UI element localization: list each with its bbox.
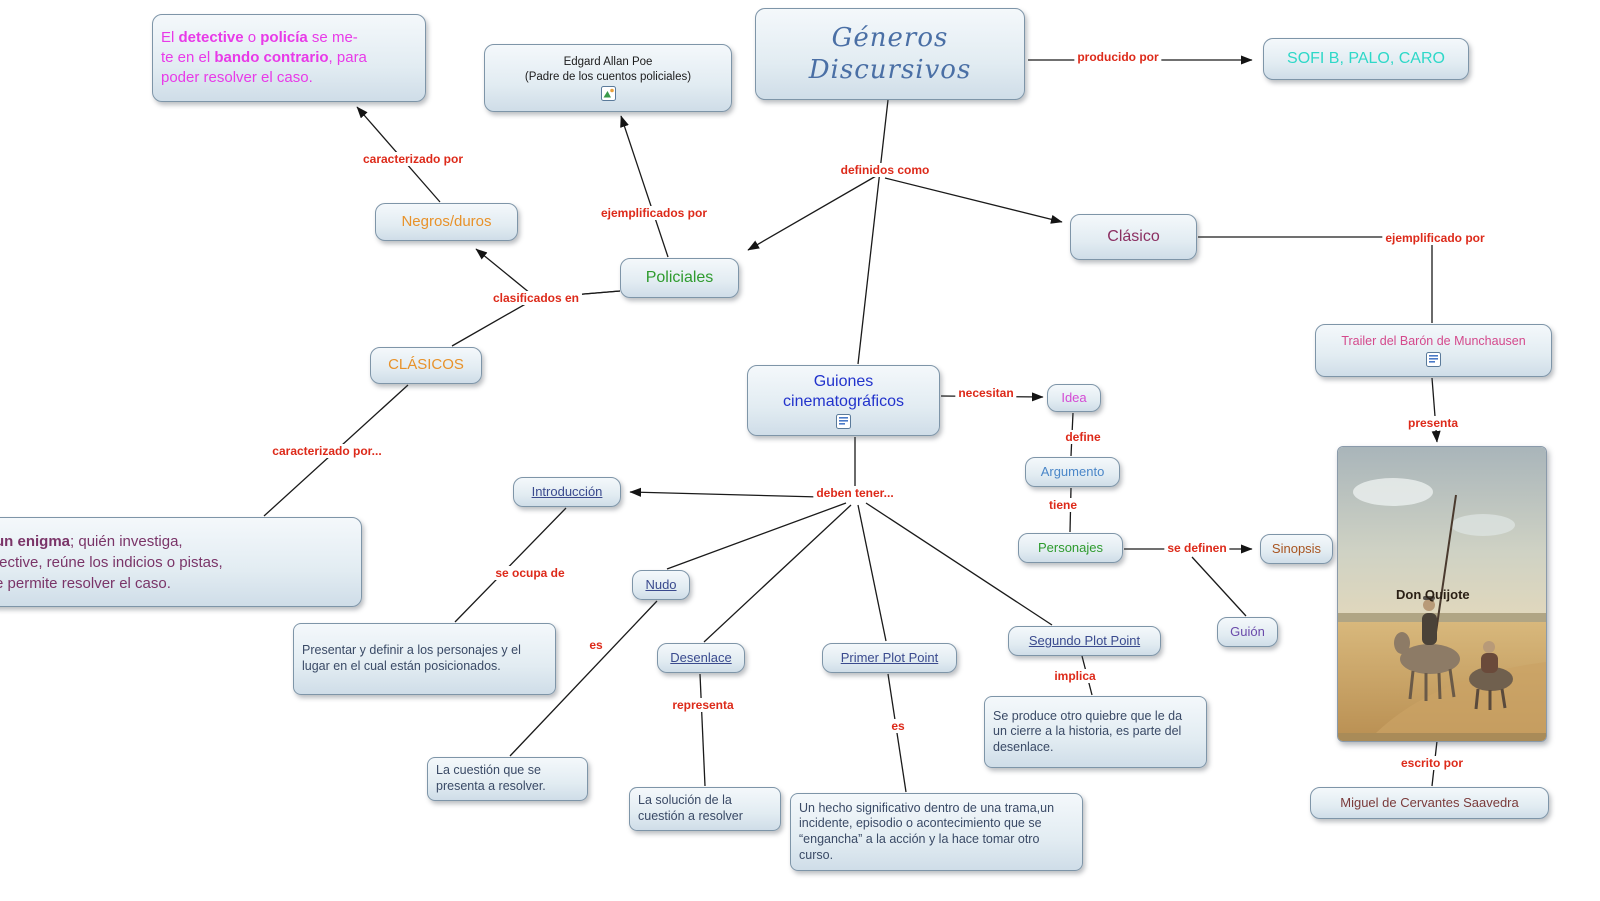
link-label-caracterizado-por-2: caracterizado por... [269, 444, 385, 458]
presentar-text: Presentar y definir a los personajes y e… [302, 643, 521, 673]
argumento-label: Argumento [1040, 463, 1105, 479]
segundo-plot-label: Segundo Plot Point [1028, 632, 1141, 648]
quijote-caption: Don Quijote [1396, 587, 1470, 602]
node-generos-discursivos[interactable]: Géneros Discursivos [755, 8, 1025, 100]
policiales-label: Policiales [645, 269, 714, 286]
sinopsis-label: Sinopsis [1271, 540, 1322, 556]
clasico-label: Clásico [1107, 228, 1160, 245]
link-label-se-definen: se definen [1164, 541, 1230, 555]
node-otro-quiebre[interactable]: Se produce otro quiebre que le da un cie… [984, 696, 1207, 768]
authors-label: SOFI B, PALO, CARO [1287, 50, 1445, 67]
node-trailer-baron[interactable]: Trailer del Barón de Munchausen [1315, 324, 1552, 377]
node-detective-description[interactable]: El detective o policía se me-te en el ba… [152, 14, 426, 102]
node-argumento[interactable]: Argumento [1025, 457, 1120, 487]
link-label-tiene: tiene [1045, 498, 1081, 512]
link-label-definidos-como: definidos como [837, 163, 933, 177]
link-label-es-nudo: es [586, 638, 606, 652]
cervantes-label: Miguel de Cervantes Saavedra [1340, 794, 1519, 810]
link-label-representa: representa [669, 698, 737, 712]
link-label-se-ocupa-de: se ocupa de [492, 566, 568, 580]
node-nudo[interactable]: Nudo [632, 570, 690, 600]
link-label-presenta: presenta [1404, 416, 1462, 430]
node-clasico[interactable]: Clásico [1070, 214, 1197, 260]
script-resource-icon[interactable] [836, 414, 851, 429]
guion-label: Guión [1230, 623, 1265, 639]
node-negros-duros[interactable]: Negros/duros [375, 203, 518, 241]
video-resource-icon[interactable] [1426, 351, 1441, 367]
nudo-label: Nudo [645, 576, 677, 592]
image-resource-icon[interactable] [600, 85, 616, 101]
map-title: Géneros Discursivos [808, 22, 972, 86]
node-cuestion[interactable]: La cuestión que se presenta a resolver. [427, 757, 588, 801]
solucion-text: La solución de la cuestión a resolver [638, 793, 743, 823]
link-label-ejemplificados-por: ejemplificados por [597, 206, 711, 220]
link-label-caracterizado-por: caracterizado por [359, 152, 467, 166]
node-edgard-allan-poe[interactable]: Edgard Allan Poe (Padre de los cuentos p… [484, 44, 732, 112]
node-authors[interactable]: SOFI B, PALO, CARO [1263, 38, 1469, 80]
link-label-define: define [1062, 430, 1104, 444]
personajes-label: Personajes [1037, 539, 1104, 555]
produce-text: Se produce otro quiebre que le da un cie… [993, 708, 1183, 754]
guiones-label: Guiones cinematográficos [783, 373, 904, 410]
link-label-es-primer: es [888, 719, 908, 733]
link-label-necesitan: necesitan [955, 386, 1017, 400]
don-quijote-illustration: Don Quijote [1338, 447, 1546, 741]
cuestion-text: La cuestión que se presenta a resolver. [436, 763, 546, 793]
enigma-text: un enigma; quién investiga,tective, reún… [0, 532, 223, 592]
node-guion[interactable]: Guión [1217, 617, 1278, 647]
link-label-ejemplificado-por: ejemplificado por [1382, 231, 1488, 245]
poe-name: Edgard Allan Poe [563, 56, 653, 69]
node-idea[interactable]: Idea [1047, 384, 1101, 412]
idea-label: Idea [1061, 389, 1087, 405]
don-quijote-image[interactable]: Don Quijote [1337, 446, 1547, 742]
node-desenlace[interactable]: Desenlace [657, 643, 745, 673]
node-hecho-significativo[interactable]: Un hecho significativo dentro de una tra… [790, 793, 1083, 871]
link-label-producido-por: producido por [1074, 50, 1162, 64]
node-policiales[interactable]: Policiales [620, 258, 739, 298]
link-label-escrito-por: escrito por [1397, 756, 1467, 770]
link-label-implica: implica [1051, 669, 1099, 683]
link-label-clasificados-en: clasificados en [489, 291, 583, 305]
negros-label: Negros/duros [401, 212, 492, 230]
clasicos-label: CLÁSICOS [388, 356, 464, 374]
node-cervantes[interactable]: Miguel de Cervantes Saavedra [1310, 787, 1549, 819]
node-presentar-definir[interactable]: Presentar y definir a los personajes y e… [293, 623, 556, 695]
poe-subtitle: (Padre de los cuentos policiales) [524, 70, 692, 83]
hecho-text: Un hecho significativo dentro de una tra… [799, 800, 1055, 862]
trailer-label: Trailer del Barón de Munchausen [1341, 334, 1526, 349]
node-introduccion[interactable]: Introducción [513, 477, 621, 507]
node-personajes[interactable]: Personajes [1018, 533, 1123, 563]
node-clasicos[interactable]: CLÁSICOS [370, 347, 482, 384]
link-label-deben-tener: deben tener... [813, 486, 897, 500]
node-guiones-cinematograficos[interactable]: Guiones cinematográficos [747, 365, 940, 436]
detective-text: El detective o policía se me-te en el ba… [161, 28, 367, 87]
node-sinopsis[interactable]: Sinopsis [1260, 534, 1333, 564]
node-enigma-description[interactable]: un enigma; quién investiga,tective, reún… [0, 517, 362, 607]
node-primer-plot-point[interactable]: Primer Plot Point [822, 643, 957, 673]
primer-plot-label: Primer Plot Point [840, 649, 939, 665]
node-solucion[interactable]: La solución de la cuestión a resolver [629, 787, 781, 831]
node-segundo-plot-point[interactable]: Segundo Plot Point [1008, 626, 1161, 656]
desenlace-label: Desenlace [670, 649, 732, 665]
introduccion-label: Introducción [531, 483, 603, 499]
